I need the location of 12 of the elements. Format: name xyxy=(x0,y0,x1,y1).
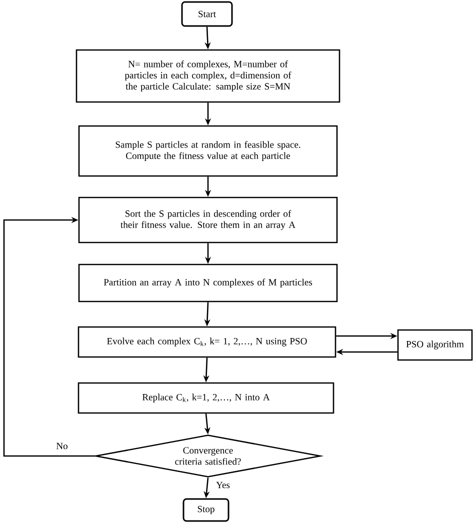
process-box: Partition an array A into N complexes of M particles xyxy=(78,264,338,302)
edge-label: Yes xyxy=(215,480,231,490)
terminal-box: Start xyxy=(181,1,233,27)
arrow xyxy=(3,216,95,457)
edge-label: No xyxy=(55,442,69,450)
process-box: N= number of complexes, M=number of particles in each complex, d=dimension of the particle Calculate: sample size S=MN xyxy=(76,49,340,103)
process-box: Replace C$_{k}$, k=1, 2,…, N into A xyxy=(78,382,334,414)
process-box: PSO algorithm xyxy=(397,329,473,361)
terminal-box: Stop xyxy=(182,498,230,522)
process-box: Evolve each complex C$_{k}$, k= 1, 2,…, N using PSO xyxy=(78,326,336,358)
process-box: Sample S particles at random in feasible space. Compute the fitness value at each particle xyxy=(78,125,338,177)
process-box: Sort the S particles in descending order of their fitness value. Store them in an array A xyxy=(78,196,338,244)
